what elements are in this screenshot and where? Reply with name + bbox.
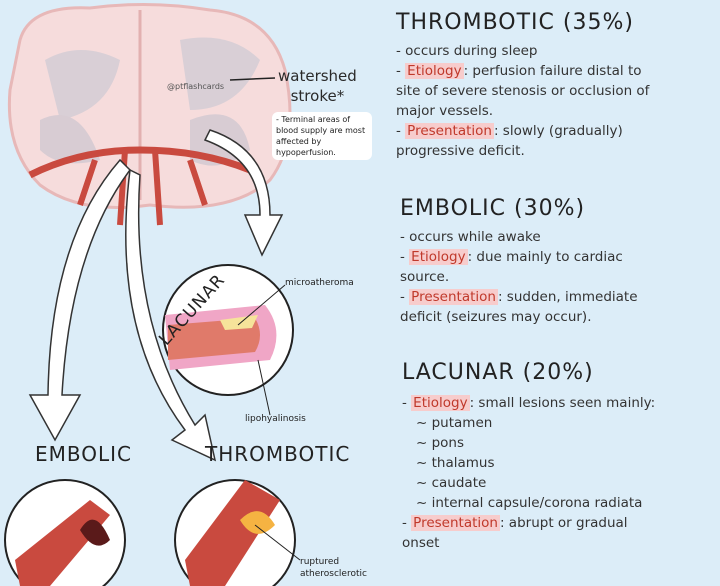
text-line: - occurs during sleep <box>396 43 538 59</box>
thrombotic-section: THROMBOTIC (35%) - occurs during sleep -… <box>396 10 649 161</box>
presentation-text: : abrupt or gradual <box>499 515 628 531</box>
etiology-highlight: Etiology <box>409 249 468 265</box>
ruptured-line1: ruptured <box>300 557 340 567</box>
etiology-line: - Etiology: perfusion failure distal to <box>396 63 642 79</box>
microatheroma-label: microatheroma <box>285 278 354 288</box>
presentation-highlight: Presentation <box>409 289 498 305</box>
etiology-highlight: Etiology <box>405 63 464 79</box>
watermark: @ptflashcards <box>167 82 225 91</box>
etiology-text: : due mainly to cardiac <box>467 249 623 265</box>
lacunar-heading: LACUNAR (20%) <box>402 360 594 385</box>
embolic-heading: EMBOLIC (30%) <box>400 196 586 221</box>
presentation-text: : slowly (gradually) <box>493 123 623 139</box>
etiology-line: - Etiology: small lesions seen mainly: <box>402 395 656 411</box>
embolic-label: EMBOLIC <box>35 442 133 466</box>
text-line: - occurs while awake <box>400 229 541 245</box>
arrows <box>28 129 284 462</box>
etiology-text: : small lesions seen mainly: <box>469 395 656 411</box>
ruptured-line2: atherosclerotic <box>300 569 367 579</box>
note-line: blood supply are most <box>276 126 366 135</box>
site-item: ~ caudate <box>416 475 487 491</box>
thrombotic-label: THROMBOTIC <box>205 442 351 466</box>
site-item: ~ thalamus <box>416 455 495 471</box>
watershed-note: - Terminal areas of blood supply are mos… <box>272 112 372 160</box>
text-line: onset <box>402 535 440 551</box>
note-line: - Terminal areas of <box>276 115 351 124</box>
etiology-highlight: Etiology <box>411 395 470 411</box>
etiology-line: - Etiology: due mainly to cardiac <box>400 249 623 265</box>
site-item: ~ internal capsule/corona radiata <box>416 495 643 511</box>
text-line: deficit (seizures may occur). <box>400 309 592 325</box>
etiology-text: : perfusion failure distal to <box>463 63 642 79</box>
watershed-stroke-title: watershed stroke* <box>278 66 357 106</box>
thrombotic-circle <box>174 479 301 586</box>
presentation-highlight: Presentation <box>411 515 500 531</box>
watershed-title-line1: watershed <box>278 67 357 85</box>
presentation-line: - Presentation: slowly (gradually) <box>396 123 623 139</box>
presentation-line: - Presentation: abrupt or gradual <box>402 515 628 531</box>
embolic-circle <box>4 479 126 586</box>
text-line: source. <box>400 269 450 285</box>
note-line: affected by <box>276 137 322 146</box>
presentation-line: - Presentation: sudden, immediate <box>400 289 638 305</box>
text-line: major vessels. <box>396 103 494 119</box>
site-item: ~ putamen <box>416 415 493 431</box>
note-line: hypoperfusion. <box>276 148 336 157</box>
lacunar-circle <box>162 264 294 416</box>
site-item: ~ pons <box>416 435 465 451</box>
lacunar-section: LACUNAR (20%) - Etiology: small lesions … <box>402 360 655 553</box>
text-line: progressive deficit. <box>396 143 525 159</box>
presentation-highlight: Presentation <box>405 123 494 139</box>
presentation-text: : sudden, immediate <box>497 289 638 305</box>
thrombotic-heading: THROMBOTIC (35%) <box>396 10 634 35</box>
text-line: site of severe stenosis or occlusion of <box>396 83 650 99</box>
watershed-title-line2: stroke* <box>290 87 345 105</box>
lipohyalinosis-label: lipohyalinosis <box>245 414 306 424</box>
ruptured-label: ruptured atherosclerotic <box>300 556 367 580</box>
embolic-section: EMBOLIC (30%) - occurs while awake - Eti… <box>400 196 638 327</box>
brain-illustration <box>7 2 292 226</box>
